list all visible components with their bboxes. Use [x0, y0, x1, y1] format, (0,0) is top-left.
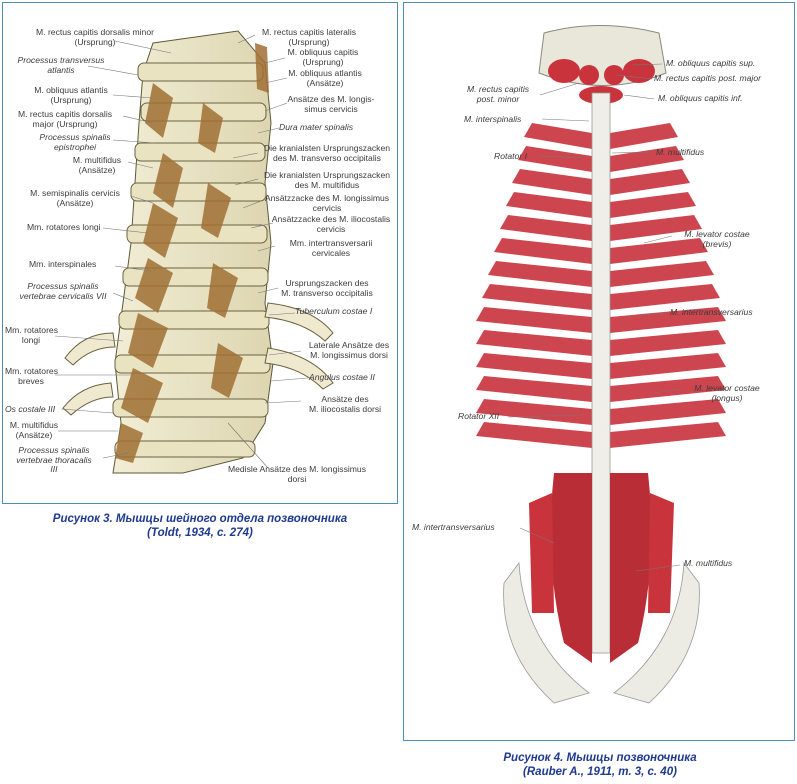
- muscle-fan: [610, 330, 726, 356]
- muscle-fan: [476, 376, 592, 402]
- muscle-fan: [610, 215, 702, 241]
- muscle-fan: [476, 330, 592, 356]
- cervical-spine-illustration: [54, 30, 334, 474]
- label-obliquus-atlantis-ursprung: M. obliquus atlantis(Ursprung): [34, 85, 108, 105]
- label-tuberculum-costae-i: Tuberculum costae I: [295, 306, 373, 316]
- label-levator-costae-longus: M. levator costae(longus): [694, 383, 760, 403]
- muscle-fan: [610, 422, 726, 448]
- label-longissimus-cervicis-ansaetze: Ansätze des M. longis-simus cervicis: [287, 94, 375, 114]
- muscle-fan: [512, 169, 592, 195]
- label-dura-mater-spinalis: Dura mater spinalis: [279, 122, 354, 132]
- muscle-fan: [494, 238, 592, 264]
- label-os-costale-iii: Os costale III: [5, 404, 56, 414]
- muscle-fan: [610, 376, 726, 402]
- spinal-muscles-illustration: [476, 25, 726, 704]
- label-semispinalis-cervicis: M. semispinalis cervicis(Ansätze): [30, 188, 120, 208]
- muscle-fan: [610, 123, 678, 149]
- label-levator-costae-brevis: M. levator costae(brevis): [684, 229, 750, 249]
- muscle-fan: [610, 146, 684, 172]
- muscle-fan: [506, 192, 592, 218]
- muscle-fan: [476, 307, 592, 333]
- muscle-fan: [610, 307, 726, 333]
- label-obliquus-capitis-ursprung: M. obliquus capitis(Ursprung): [287, 47, 359, 67]
- figure-4-caption: Рисунок 4. Мышцы позвоночника (Rauber A.…: [503, 752, 697, 778]
- label-rotatores-longi-1: Mm. rotatores longi: [27, 222, 101, 232]
- muscle-fan: [482, 284, 592, 310]
- label-interspinales: Mm. interspinales: [29, 259, 97, 269]
- muscle-fan: [518, 146, 592, 172]
- muscle-fan: [476, 422, 592, 448]
- muscle-fan: [610, 353, 726, 379]
- label-obliquus-capitis-inf: M. obliquus capitis inf.: [658, 93, 743, 103]
- muscle-fan: [488, 261, 592, 287]
- muscle-fan: [476, 399, 592, 425]
- label-multifidus-upper: M. multifidus: [656, 147, 705, 157]
- label-rectus-capitis-lateralis: M. rectus capitis lateralis(Ursprung): [261, 27, 357, 47]
- muscle-fan: [610, 399, 726, 425]
- figure-3-caption: Рисунок 3. Мышцы шейного отдела позвоноч…: [52, 513, 348, 539]
- label-obliquus-atlantis-ansaetze: M. obliquus atlantis(Ansätze): [288, 68, 362, 88]
- muscle-fan: [610, 284, 720, 310]
- label-angulus-costae-ii: Angulus costae II: [309, 372, 375, 382]
- label-multifidus-lower: M. multifidus: [684, 558, 733, 568]
- label-interspinalis: M. interspinalis: [464, 114, 522, 124]
- muscle-fan: [500, 215, 592, 241]
- muscle-fan: [476, 353, 592, 379]
- label-intertransversarius-lower: M. intertransversarius: [412, 522, 495, 532]
- label-obliquus-capitis-sup: M. obliquus capitis sup.: [666, 58, 756, 68]
- label-rectus-capitis-dorsalis-minor: M. rectus capitis dorsalis minor(Ursprun…: [36, 27, 154, 47]
- label-multifidus-ansaetze-1: M. multifidus(Ansätze): [72, 155, 122, 175]
- label-rotator-xii: Rotator XII: [458, 411, 500, 421]
- muscle-fan: [610, 192, 696, 218]
- figure-4-frame: M. obliquus capitis sup. M. rectus capit…: [403, 2, 795, 741]
- figure-3-frame: M. rectus capitis dorsalis minor(Ursprun…: [2, 2, 398, 504]
- muscle-fan: [524, 123, 592, 149]
- label-multifidus-ansaetze-2: M. multifidus(Ansätze): [9, 420, 59, 440]
- label-rotator-i: Rotator I: [494, 151, 527, 161]
- muscle-fan: [610, 261, 714, 287]
- label-intertransversarius-upper: M. intertransversarius: [670, 307, 753, 317]
- muscle-fan: [610, 169, 690, 195]
- label-rectus-capitis-post-major: M. rectus capitis post. major: [654, 73, 761, 83]
- muscle-fan: [610, 238, 708, 264]
